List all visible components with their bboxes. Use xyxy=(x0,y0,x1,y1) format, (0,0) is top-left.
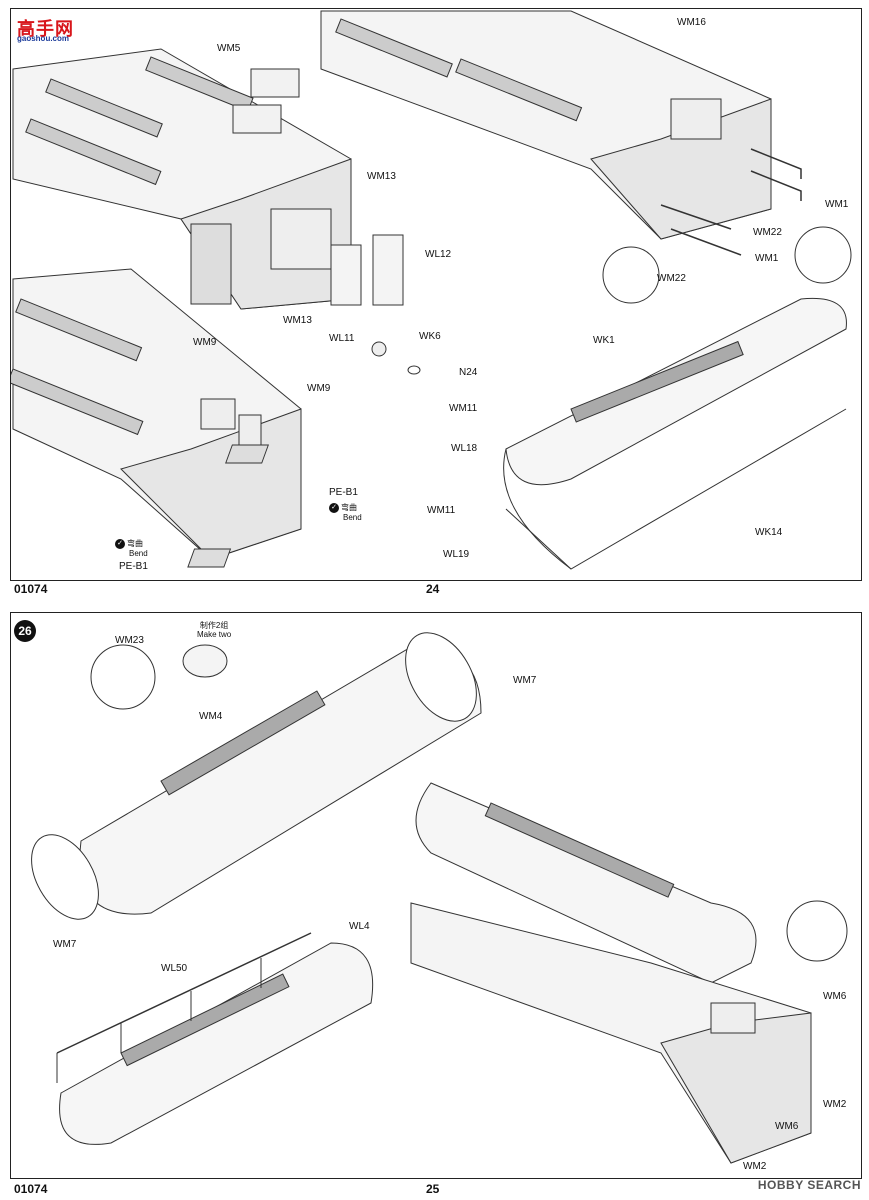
short-hood-right xyxy=(415,782,757,984)
watermark-main-text: 高手网 xyxy=(17,19,74,39)
part-wk6 xyxy=(371,341,387,357)
detail-magnifier-wm6 xyxy=(786,900,848,962)
detail-magnifier-right xyxy=(794,226,852,284)
label-wm1-b: WM1 xyxy=(755,253,779,264)
label-wm2-b: WM2 xyxy=(743,1161,767,1172)
battery-parts-wm5 xyxy=(232,68,300,134)
label-wm1-a: WM1 xyxy=(825,199,849,210)
instruction-panel-top: 高手网 gaoshou.com WM5 WM13 WM13 WL12 WL11 … xyxy=(10,8,862,581)
plate-part-wl19 xyxy=(187,548,232,568)
label-wm22-b: WM22 xyxy=(657,273,686,284)
page-code-top: 01074 xyxy=(14,582,48,596)
label-wm9-a: WM9 xyxy=(193,337,217,348)
hatch-part-wm4 xyxy=(182,644,228,678)
engine-hood-wk1-wk14 xyxy=(503,297,847,570)
site-watermark-logo: 高手网 gaoshou.com xyxy=(17,15,79,43)
watermark-url-text: gaoshou.com xyxy=(17,34,70,43)
label-pe-b1-a: PE-B1 xyxy=(329,487,358,498)
label-wm9-b: WM9 xyxy=(307,383,331,394)
label-wm7-a: WM7 xyxy=(513,675,537,686)
locomotive-body-upper-left xyxy=(12,48,352,310)
label-wl18: WL18 xyxy=(451,443,478,454)
top-assembly-drawing xyxy=(11,10,852,570)
label-wm5: WM5 xyxy=(217,43,241,54)
hobby-search-watermark: HOBBY SEARCH xyxy=(757,1178,861,1192)
label-wm11-b: WM11 xyxy=(427,505,456,516)
detail-magnifier-wm23 xyxy=(90,644,156,710)
label-wl50: WL50 xyxy=(161,963,188,974)
locomotive-body-bottom-right xyxy=(410,902,812,1164)
label-wm11-a: WM11 xyxy=(449,403,478,414)
label-wl11: WL11 xyxy=(329,333,355,344)
panel-part-wl12 xyxy=(372,234,404,306)
label-n24: N24 xyxy=(459,367,478,378)
label-wm22-a: WM22 xyxy=(753,227,782,238)
label-wm6-b: WM6 xyxy=(775,1121,799,1132)
label-wm13-b: WM13 xyxy=(283,315,312,326)
panel-part-wl11 xyxy=(330,244,362,306)
plate-part-wl18 xyxy=(225,444,269,464)
long-hood-upper xyxy=(31,632,482,920)
step-number-badge: 26 xyxy=(14,620,36,642)
label-wm2-a: WM2 xyxy=(823,1099,847,1110)
page-number-top: 24 xyxy=(426,582,440,596)
long-hood-lower xyxy=(56,932,374,1145)
bend-note-left: ✓弯曲 Bend xyxy=(115,539,148,558)
detail-magnifier-left xyxy=(602,246,660,304)
label-pe-b1-b: PE-B1 xyxy=(119,561,148,572)
check-icon: ✓ xyxy=(115,539,125,549)
label-wl12: WL12 xyxy=(425,249,452,260)
label-wm23: WM23 xyxy=(115,635,144,646)
part-n24 xyxy=(407,365,421,375)
label-wk14: WK14 xyxy=(755,527,783,538)
label-wk6: WK6 xyxy=(419,331,441,342)
label-wm6-a: WM6 xyxy=(823,991,847,1002)
label-wl4: WL4 xyxy=(349,921,370,932)
handrail-parts-wm1 xyxy=(660,148,802,256)
page-code-bottom: 01074 xyxy=(14,1182,48,1196)
label-wm16: WM16 xyxy=(677,17,706,28)
label-wl19: WL19 xyxy=(443,549,470,560)
locomotive-body-upper-right xyxy=(320,10,772,240)
bottom-assembly-drawing xyxy=(31,632,848,1164)
label-wm13-a: WM13 xyxy=(367,171,396,182)
page-number-bottom: 25 xyxy=(426,1182,440,1196)
label-wk1: WK1 xyxy=(593,335,615,346)
make-two-note: 制作2组 Make two xyxy=(197,621,232,639)
bend-note-right: ✓弯曲 Bend xyxy=(329,503,362,522)
label-wm7-b: WM7 xyxy=(53,939,77,950)
locomotive-body-lower-left xyxy=(11,268,302,560)
instruction-panel-bottom: WM23 制作2组 Make two WM4 WM7 WM7 WL50 WL4 … xyxy=(10,612,862,1179)
label-wm4: WM4 xyxy=(199,711,223,722)
check-icon: ✓ xyxy=(329,503,339,513)
